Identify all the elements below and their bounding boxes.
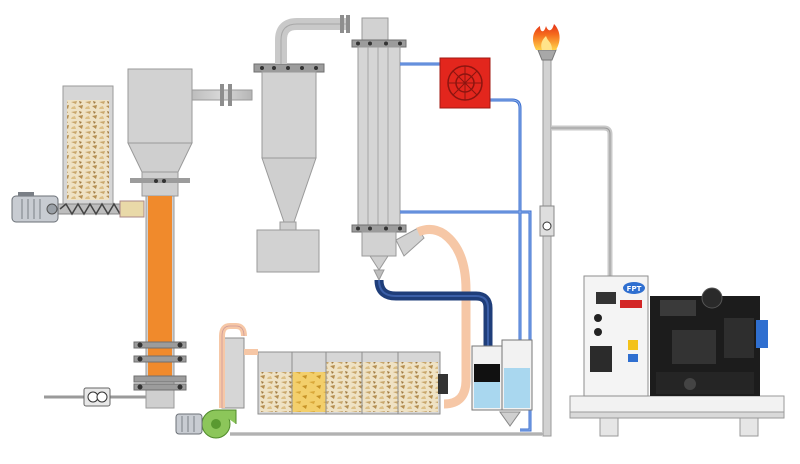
feeder-motor-icon bbox=[11, 192, 59, 223]
gasifier-reactor bbox=[127, 68, 193, 409]
cooling-water-lines bbox=[400, 62, 532, 432]
generator-set bbox=[569, 275, 785, 437]
cyclone-separator bbox=[253, 63, 325, 273]
flare-stack bbox=[537, 49, 613, 437]
cold-gas-line bbox=[374, 279, 493, 346]
cyclone-outlet-pipe bbox=[275, 15, 350, 64]
feed-hopper bbox=[62, 85, 114, 205]
filter-outlet-line bbox=[219, 323, 247, 408]
screw-feeder bbox=[57, 200, 145, 218]
condensate-tanks bbox=[471, 339, 533, 427]
svg-text:FPT: FPT bbox=[627, 285, 642, 293]
fan-grille-icon bbox=[447, 65, 483, 101]
heat-exchanger bbox=[351, 17, 425, 282]
wood-chip-filter-bank bbox=[221, 337, 448, 415]
air-valve-icon bbox=[87, 391, 108, 403]
blower-motor-icon bbox=[175, 413, 203, 435]
suction-blower bbox=[201, 409, 237, 439]
flame-icon bbox=[533, 24, 560, 50]
reactor-outlet-pipe bbox=[191, 84, 253, 106]
generator-brand-logo: FPT bbox=[623, 282, 645, 294]
warm-gas-line bbox=[416, 224, 471, 409]
